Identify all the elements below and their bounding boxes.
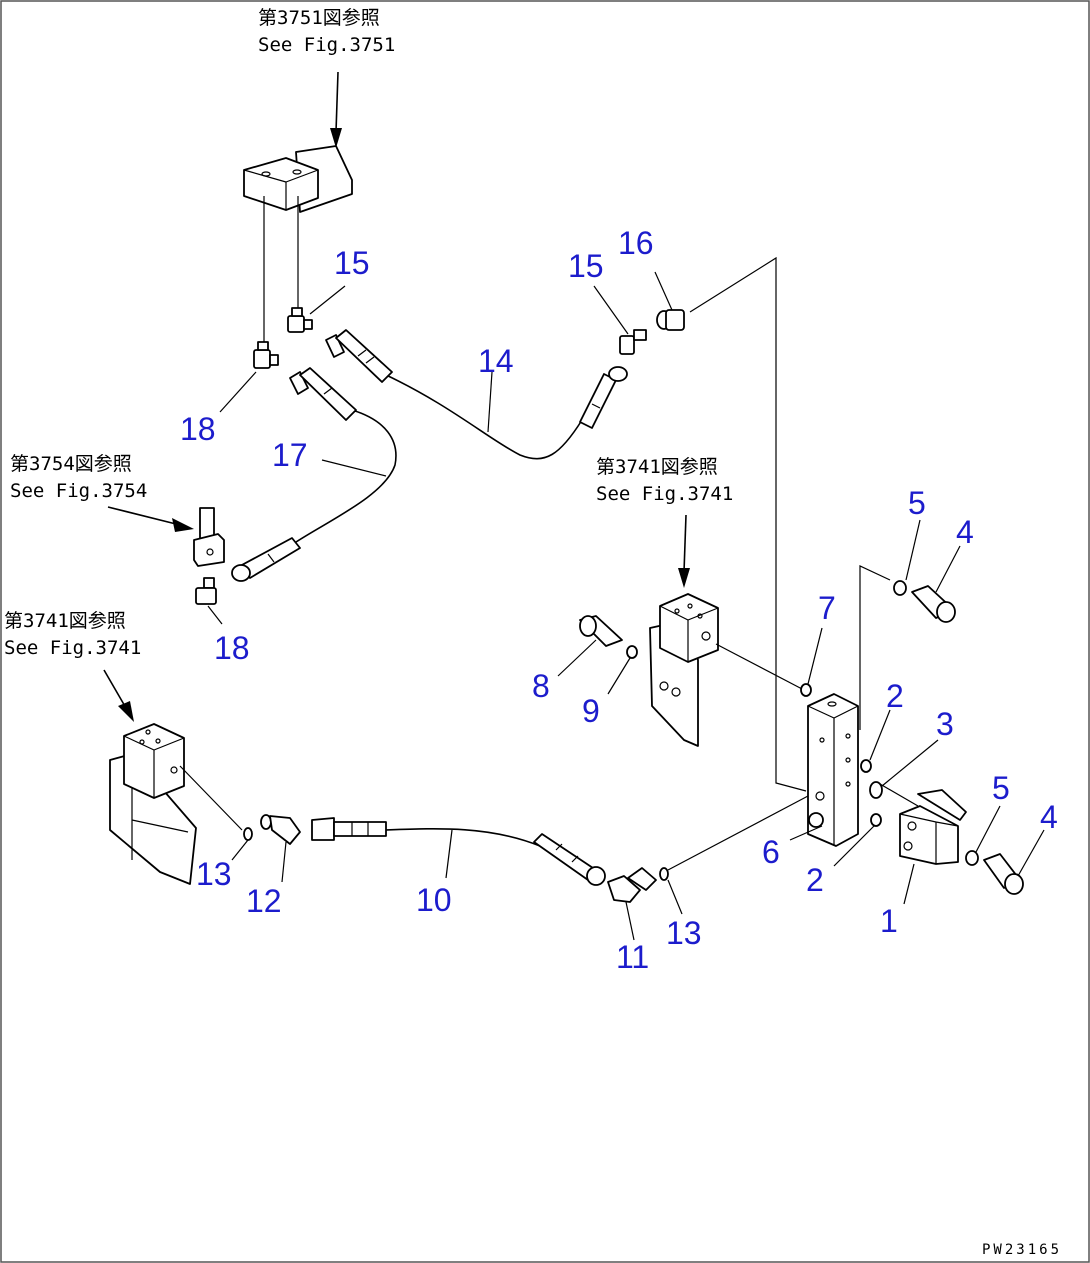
bolt-4-lower xyxy=(983,853,1024,895)
callout-15-left: 15 xyxy=(334,245,370,281)
hose-17 xyxy=(231,367,397,582)
callout-5-lower: 5 xyxy=(992,770,1010,806)
o-ring-13-left xyxy=(243,827,253,841)
hose-10 xyxy=(311,817,606,886)
elbow-fitting-15-top xyxy=(287,307,313,333)
callout-18-upper: 18 xyxy=(180,411,216,447)
callout-4-upper: 4 xyxy=(956,514,974,550)
callout-17: 17 xyxy=(272,437,308,473)
callout-9: 9 xyxy=(582,693,600,729)
o-ring-2-upper xyxy=(860,759,872,773)
washer-5-lower xyxy=(965,850,979,866)
callout-2-upper: 2 xyxy=(886,678,904,714)
callout-5-upper: 5 xyxy=(908,485,926,521)
callout-15-right: 15 xyxy=(568,248,604,284)
left-bracket-3741 xyxy=(109,723,197,885)
callout-3: 3 xyxy=(936,706,954,742)
callout-8: 8 xyxy=(532,668,550,704)
elbow-fitting-15-right xyxy=(619,329,647,355)
callout-16: 16 xyxy=(618,225,654,261)
tee-fitting-18-top xyxy=(253,341,279,369)
drawing-code: PW23165 xyxy=(982,1242,1062,1258)
mid-bracket-3741 xyxy=(649,593,719,747)
o-ring-13-right xyxy=(659,867,669,881)
callout-leaders xyxy=(207,271,1045,941)
callout-7: 7 xyxy=(818,590,836,626)
washer-5-upper xyxy=(893,580,907,596)
tee-fitting-18-bottom xyxy=(195,577,217,605)
callout-18-lower: 18 xyxy=(214,630,250,666)
callout-12: 12 xyxy=(246,883,282,919)
callout-11: 11 xyxy=(616,939,649,975)
hose-14 xyxy=(325,329,628,460)
reference-label-3751: 第3751図参照 See Fig.3751 xyxy=(258,7,395,56)
small-block-3754 xyxy=(193,507,225,567)
leader-line xyxy=(179,765,243,831)
svg-text:See Fig.3754: See Fig.3754 xyxy=(10,480,147,502)
callout-6: 6 xyxy=(762,834,780,870)
elbow-11 xyxy=(607,867,657,903)
adapter-16 xyxy=(656,309,685,331)
callout-2-lower: 2 xyxy=(806,862,824,898)
bolt-4-upper xyxy=(911,585,956,623)
reference-arrows xyxy=(103,71,690,722)
plug-3 xyxy=(869,781,919,807)
callout-numbers: 1 2 2 3 4 4 5 5 6 7 8 9 10 11 12 13 13 1… xyxy=(180,225,1058,975)
svg-text:See Fig.3741: See Fig.3741 xyxy=(596,483,733,505)
o-ring-7 xyxy=(800,683,812,697)
leader-line xyxy=(667,795,809,871)
top-valve-block xyxy=(243,145,353,213)
reference-label-3754: 第3754図参照 See Fig.3754 xyxy=(10,453,147,502)
manifold-block-6 xyxy=(807,693,859,847)
reference-label-3741-left: 第3741図参照 See Fig.3741 xyxy=(4,610,141,659)
callout-13-right: 13 xyxy=(666,915,702,951)
svg-text:第3754図参照: 第3754図参照 xyxy=(10,453,132,475)
valve-1 xyxy=(899,789,967,865)
bolt-8 xyxy=(579,615,623,647)
callout-4-lower: 4 xyxy=(1040,799,1058,835)
svg-text:第3741図参照: 第3741図参照 xyxy=(596,456,718,478)
svg-text:第3741図参照: 第3741図参照 xyxy=(4,610,126,632)
svg-text:See Fig.3741: See Fig.3741 xyxy=(4,637,141,659)
callout-1: 1 xyxy=(880,903,898,939)
svg-text:第3751図参照: 第3751図参照 xyxy=(258,7,380,29)
leader-line xyxy=(859,565,891,730)
leader-line xyxy=(715,643,805,691)
washer-9 xyxy=(626,645,638,659)
callout-14: 14 xyxy=(478,343,514,379)
leader-line xyxy=(689,256,807,792)
reference-label-3741-mid: 第3741図参照 See Fig.3741 xyxy=(596,456,733,505)
callout-10: 10 xyxy=(416,882,452,918)
svg-text:See Fig.3751: See Fig.3751 xyxy=(258,34,395,56)
o-ring-2-lower xyxy=(870,813,882,827)
callout-13-left: 13 xyxy=(196,856,232,892)
elbow-12 xyxy=(260,814,301,845)
